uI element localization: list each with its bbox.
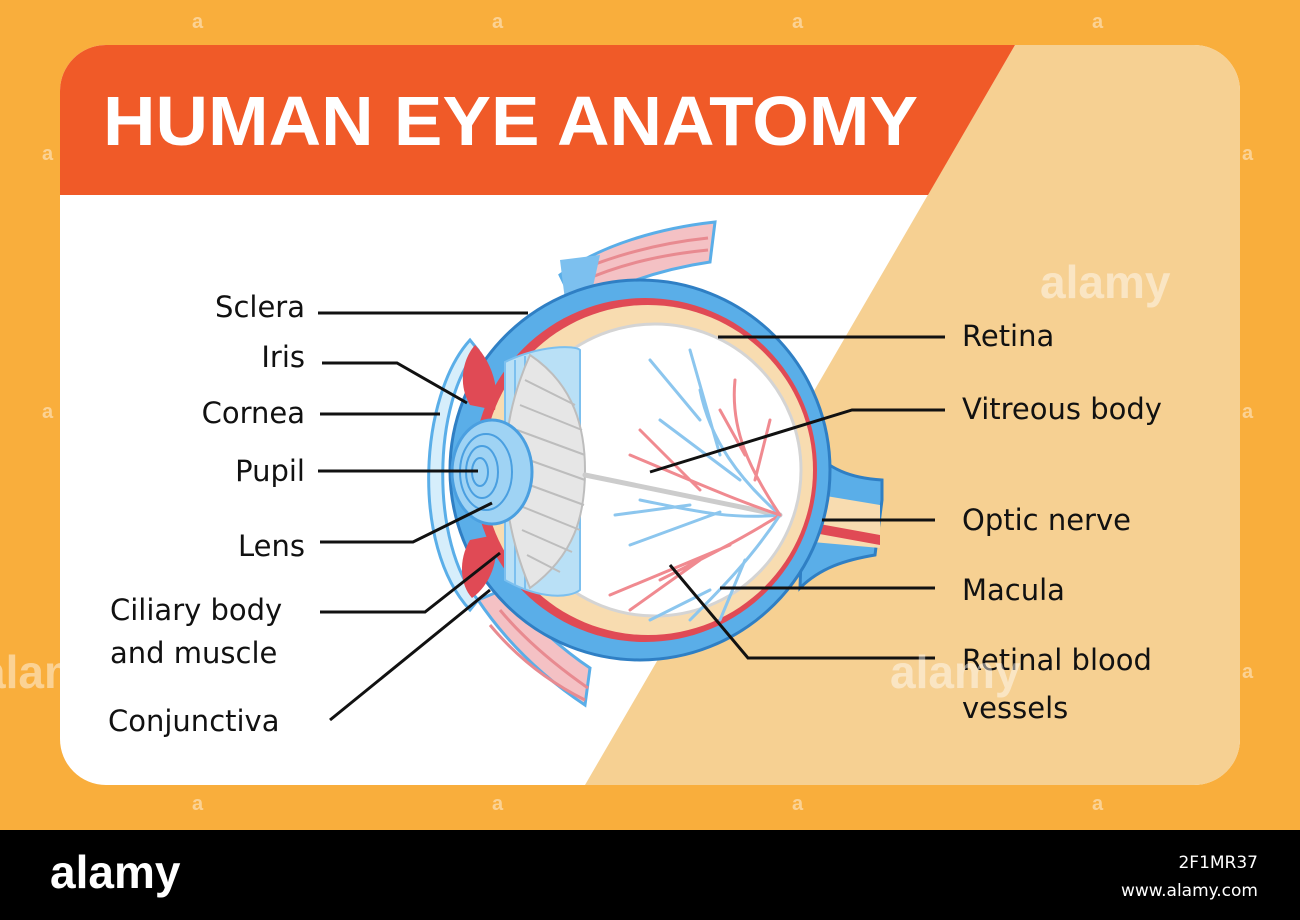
label-ciliary-body-line1: Ciliary body [110, 593, 282, 627]
iris-lower [461, 535, 497, 598]
watermark-brand: alamy [1040, 256, 1171, 308]
label-retinal-blood-vessels-line2: vessels [962, 691, 1068, 725]
label-macula: Macula [962, 573, 1065, 607]
watermark-mark: a [792, 793, 804, 815]
watermark-mark: a [192, 793, 204, 815]
retinal-blood-vessels [582, 348, 783, 622]
watermark-mark: a [42, 143, 54, 165]
footer-image-id: 2F1MR37 [1178, 853, 1258, 873]
footer-bar: alamy 2F1MR37 www.alamy.com [0, 830, 1300, 920]
watermark-brand: alamy [0, 646, 111, 698]
label-iris: Iris [261, 340, 305, 374]
leader-lines [318, 311, 945, 722]
label-retina: Retina [962, 319, 1054, 353]
label-sclera: Sclera [215, 290, 305, 324]
iris-upper [462, 345, 497, 410]
watermark-mark: a [192, 11, 204, 33]
watermark-brand: alamy [890, 646, 1021, 698]
watermark-mark: a [1242, 661, 1254, 683]
lens [503, 353, 587, 590]
watermark-mark: a [42, 401, 54, 423]
label-conjunctiva: Conjunctiva [108, 704, 280, 738]
part-labels: Sclera Iris Cornea Pupil Lens Ciliary bo… [108, 290, 1162, 738]
label-optic-nerve: Optic nerve [962, 503, 1131, 537]
watermark-mark: a [792, 11, 804, 33]
cornea [427, 337, 480, 613]
watermark-mark: a [1242, 143, 1254, 165]
label-ciliary-body-line2: and muscle [110, 636, 277, 670]
footer-site: www.alamy.com [1121, 881, 1258, 901]
label-pupil: Pupil [235, 454, 305, 488]
watermark-mark: a [1092, 11, 1104, 33]
label-vitreous-body: Vitreous body [962, 392, 1162, 426]
label-cornea: Cornea [202, 396, 305, 430]
watermarks: alamy alamy alamy a a a a a a a a a a a … [0, 11, 1254, 815]
page-title: HUMAN EYE ANATOMY [103, 82, 918, 160]
watermark-mark: a [1092, 793, 1104, 815]
watermark-mark: a [492, 11, 504, 33]
watermark-mark: a [1242, 401, 1254, 423]
title-band [60, 45, 1015, 195]
watermark-mark: a [492, 793, 504, 815]
label-retinal-blood-vessels-line1: Retinal blood [962, 643, 1152, 677]
footer-logo: alamy [50, 846, 181, 898]
label-lens: Lens [238, 529, 305, 563]
